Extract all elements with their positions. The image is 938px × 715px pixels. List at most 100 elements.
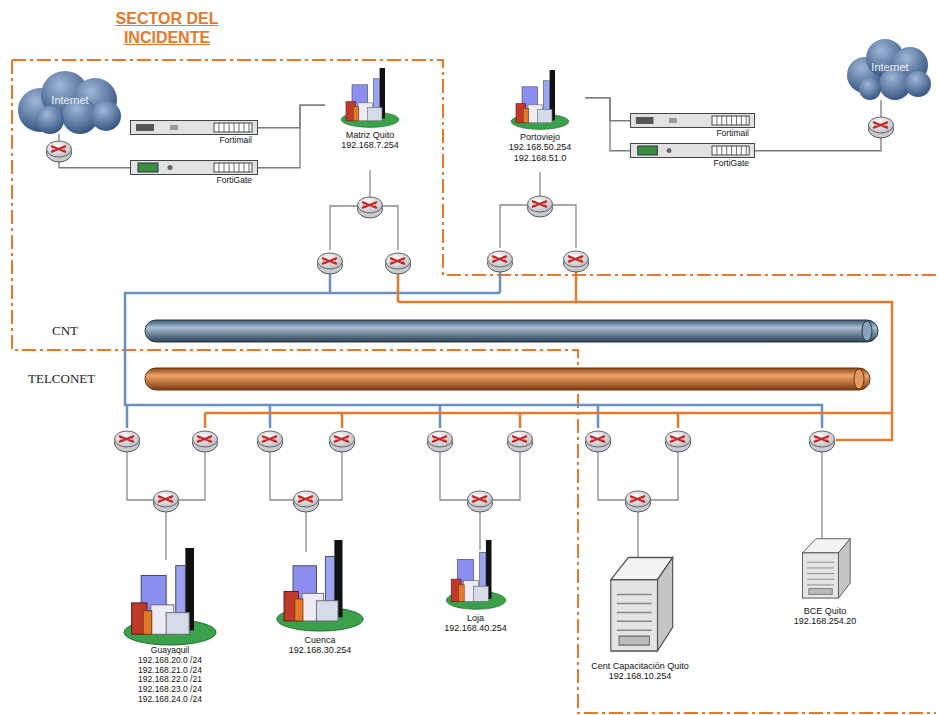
building-icon xyxy=(277,540,363,631)
telconet-link xyxy=(397,274,400,302)
router-symbol xyxy=(193,431,218,452)
router-symbol xyxy=(318,253,343,274)
site-node: Loja192.168.40.254 xyxy=(428,535,523,634)
security-appliance xyxy=(131,114,755,175)
node-label: Fortimail xyxy=(716,129,749,139)
router-symbol xyxy=(330,431,355,452)
router-symbol xyxy=(869,117,894,138)
cnt-link xyxy=(125,293,822,428)
node-label: Loja xyxy=(467,613,484,623)
appliance-box: FortiGate xyxy=(630,143,755,169)
node-label: Fortimail xyxy=(219,136,252,146)
building-icon xyxy=(446,540,506,609)
telconet-link xyxy=(204,413,207,428)
security-appliance xyxy=(131,161,258,175)
internet-cloud xyxy=(859,78,881,100)
appliance-box: Fortimail xyxy=(630,113,755,139)
node-label: CNT xyxy=(52,324,78,339)
building-icon xyxy=(124,548,216,645)
router-links xyxy=(127,170,822,560)
site-node: Matriz Quito192.168.7.254 xyxy=(325,68,415,151)
security-appliance xyxy=(131,121,258,135)
node-label: FortiGate xyxy=(714,159,749,169)
router-links xyxy=(165,512,166,560)
internet-cloud xyxy=(36,106,64,134)
router-symbol xyxy=(586,431,611,452)
node-label: Cuenca xyxy=(304,635,335,645)
node-label: Portoviejo xyxy=(520,132,560,142)
cnt-link xyxy=(597,405,600,428)
node-label: TELCONET xyxy=(28,372,95,387)
ip-address: 192.168.254.20 xyxy=(794,616,857,626)
site-node: Cuenca192.168.30.254 xyxy=(270,535,370,656)
cnt-link xyxy=(499,272,502,293)
node-label: Internet xyxy=(871,61,908,74)
node-label: BCE Quito xyxy=(804,606,847,616)
server-icon xyxy=(611,557,673,651)
building-icon xyxy=(511,70,569,129)
router-symbol xyxy=(564,251,589,272)
router-symbol xyxy=(386,253,411,274)
link-line xyxy=(258,105,325,128)
backbone-tube xyxy=(145,320,878,342)
ip-address: 192.168.51.0 xyxy=(514,153,567,163)
appliance-box: Fortimail xyxy=(130,120,258,146)
site-node: Portoviejo192.168.50.254192.168.51.0 xyxy=(495,70,585,163)
internet-cloud xyxy=(18,39,931,134)
incident-sector-border xyxy=(12,60,936,275)
telconet-link xyxy=(341,413,344,428)
router-symbol xyxy=(626,491,651,512)
server-icon xyxy=(611,539,850,651)
router-symbol xyxy=(47,117,894,512)
cnt-link xyxy=(125,272,822,428)
cnt-link xyxy=(126,405,129,428)
site-node: Guayaquil192.168.20.0 /24 192.168.21.0 /… xyxy=(120,540,220,705)
backbone-tube xyxy=(145,320,878,390)
internet-cloud: Internet xyxy=(845,40,935,100)
node-label: Cent Capacitación Quito xyxy=(591,661,689,671)
building-icon xyxy=(341,68,399,127)
building-icon xyxy=(124,68,569,645)
link-line xyxy=(755,100,881,151)
router-links xyxy=(821,452,822,540)
router-symbol xyxy=(468,491,493,512)
ip-address: 192.168.50.254 xyxy=(509,142,572,152)
cnt-link xyxy=(269,405,272,428)
carrier-band: CNT xyxy=(28,318,885,344)
node-label: Matriz Quito xyxy=(346,130,395,140)
internet-cloud xyxy=(905,71,931,97)
telconet-link xyxy=(205,412,892,415)
internet-cloud xyxy=(91,101,121,131)
router-symbol xyxy=(294,491,319,512)
cnt-link xyxy=(329,274,332,293)
node-label: Internet xyxy=(51,94,88,107)
router-symbol xyxy=(810,431,835,452)
telconet-link xyxy=(677,413,680,428)
router-links xyxy=(479,512,480,550)
router-symbol xyxy=(258,431,283,452)
link-line xyxy=(585,98,630,151)
appliance-box: FortiGate xyxy=(130,160,258,186)
ip-address: 192.168.10.254 xyxy=(609,671,672,681)
router-symbol xyxy=(115,431,140,452)
telconet-link xyxy=(205,272,892,440)
ip-address: 192.168.7.254 xyxy=(341,140,399,150)
node-label: FortiGate xyxy=(217,176,252,186)
router-symbol xyxy=(666,431,691,452)
backbone-tube xyxy=(862,321,872,341)
router-symbol xyxy=(508,431,533,452)
router-symbol xyxy=(47,141,72,162)
cnt-link xyxy=(439,405,442,428)
link-line xyxy=(585,98,630,121)
router-symbol xyxy=(154,491,179,512)
telconet-link xyxy=(519,413,522,428)
router-links xyxy=(305,512,306,552)
security-appliance xyxy=(630,114,754,128)
sector-title: SECTOR DEL INCIDENTE xyxy=(97,9,237,47)
ip-address: 192.168.40.254 xyxy=(444,623,507,633)
internet-cloud: Internet xyxy=(15,72,125,134)
backbone-tube xyxy=(145,368,870,390)
incident-sector-border xyxy=(12,60,936,713)
